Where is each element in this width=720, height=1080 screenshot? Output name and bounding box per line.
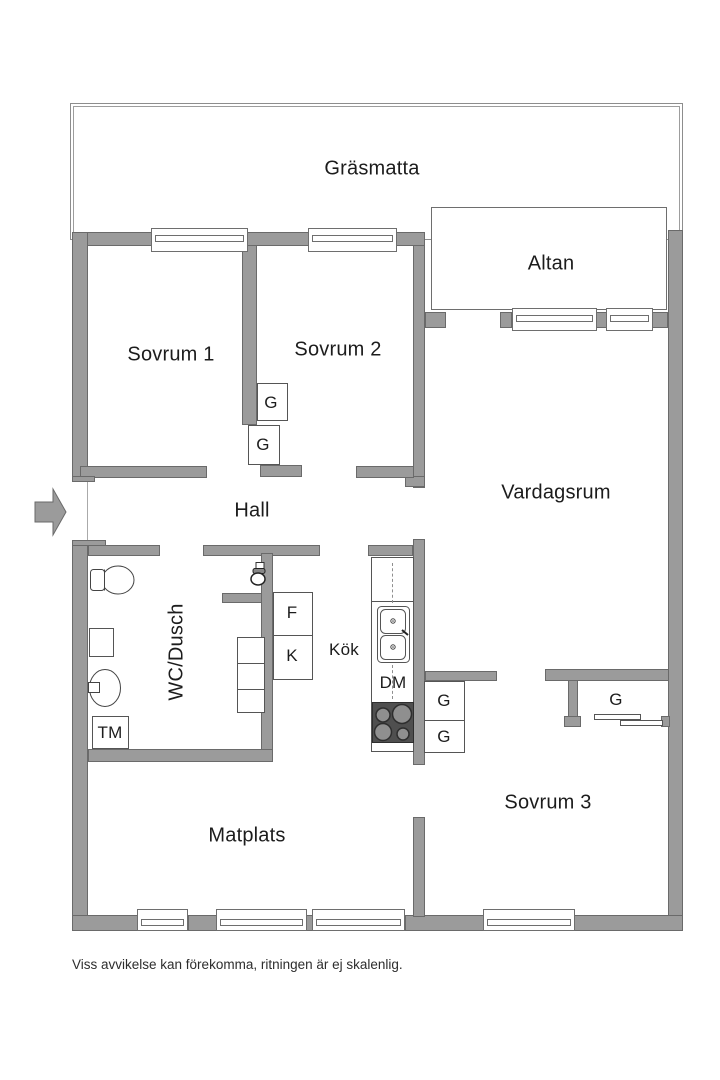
wall-matplats-s3: [413, 817, 425, 917]
window-sovrum1: [151, 228, 248, 252]
window-sovrum2: [308, 228, 397, 252]
disclaimer-text: Viss avvikelse kan förekomma, ritningen …: [72, 957, 403, 972]
shower-square-icon: [89, 628, 114, 657]
wall-kitchen-s3: [425, 671, 497, 681]
counter-centerline-2: [392, 665, 393, 699]
wall-right: [668, 230, 683, 931]
wc-cabinet-column: [237, 637, 265, 713]
wall-bottom-5: [574, 915, 683, 931]
wall-livingroom-top-4: [652, 312, 668, 328]
window-matplats-1: [137, 909, 188, 931]
wall-s3-top: [545, 669, 669, 681]
room-label-altan: Altan: [527, 252, 575, 275]
wall-wc-top: [88, 545, 160, 556]
washing-machine-label: TM: [97, 723, 123, 742]
wardrobe-g5-label: G: [609, 690, 623, 709]
wall-s2-bottom: [356, 466, 414, 478]
wall-s2-right: [413, 245, 425, 488]
wardrobe-g1-label: G: [264, 393, 278, 412]
patio-area: [431, 207, 667, 310]
wall-bottom-1: [72, 915, 138, 931]
wall-s3-closet-foot: [564, 716, 581, 727]
room-label-vardagsrum: Vardagsrum: [501, 481, 611, 504]
room-label-grasmatta: Gräsmatta: [324, 157, 420, 180]
wall-top-2: [246, 232, 310, 246]
fridge-label: F: [286, 603, 298, 622]
wardrobe-g4: [424, 720, 465, 753]
room-label-sovrum3: Sovrum 3: [504, 791, 592, 814]
room-label-sovrum1: Sovrum 1: [127, 343, 215, 366]
small-basin-icon: [250, 562, 266, 586]
window-vardagsrum-2: [606, 308, 653, 331]
window-vardagsrum-1: [512, 308, 597, 331]
wardrobe-g2-label: G: [256, 435, 270, 454]
wall-left-upper: [72, 232, 88, 482]
sliding-door-icon-2: [620, 720, 663, 726]
wardrobe-g4-label: G: [437, 727, 451, 746]
wall-bottom-4: [405, 915, 484, 931]
entrance-arrow: [34, 487, 67, 537]
wall-closet-stub: [260, 465, 302, 477]
toilet-icon: [90, 565, 135, 595]
fridge: [273, 592, 313, 636]
freezer: [273, 635, 313, 680]
wall-livingroom-top-1: [425, 312, 446, 328]
stove-icon: [372, 702, 414, 743]
room-label-wc-dusch: WC/Dusch: [165, 603, 188, 701]
wall-s1-s2-divider: [242, 245, 257, 425]
wall-top-3: [395, 232, 425, 246]
wall-livingroom-top-2: [500, 312, 512, 328]
window-matplats-3: [312, 909, 405, 931]
washing-machine: [92, 716, 129, 749]
wardrobe-g2: [248, 425, 280, 465]
entrance-threshold: [87, 482, 88, 540]
wall-wc-bottom: [88, 749, 273, 762]
wall-wc-stub: [222, 593, 262, 603]
sliding-door-icon: [594, 714, 641, 720]
wardrobe-g3-label: G: [437, 691, 451, 710]
room-label-kok: Kök: [329, 640, 359, 659]
wall-s3-closet-stub: [568, 680, 578, 718]
wall-s1-bottom: [80, 466, 207, 478]
room-label-sovrum2: Sovrum 2: [294, 338, 382, 361]
entrance-jamb-top: [72, 476, 95, 482]
window-sovrum3: [483, 909, 575, 931]
wall-kitchen-top-right: [368, 545, 413, 556]
freezer-label: K: [286, 646, 298, 665]
dishwasher-label: DM: [379, 673, 407, 692]
counter-centerline-1: [392, 563, 393, 603]
wardrobe-g1: [257, 383, 288, 421]
lawn-inner-line: [73, 106, 680, 240]
room-label-hall: Hall: [234, 499, 270, 522]
double-sink-icon: [377, 606, 410, 663]
room-label-matplats: Matplats: [208, 824, 286, 847]
window-matplats-2: [216, 909, 307, 931]
wall-bottom-2: [188, 915, 217, 931]
wall-left-lower: [72, 540, 88, 931]
wall-s2-right-foot: [405, 476, 425, 487]
round-sink-icon: [88, 669, 121, 707]
wardrobe-g3: [424, 681, 465, 721]
